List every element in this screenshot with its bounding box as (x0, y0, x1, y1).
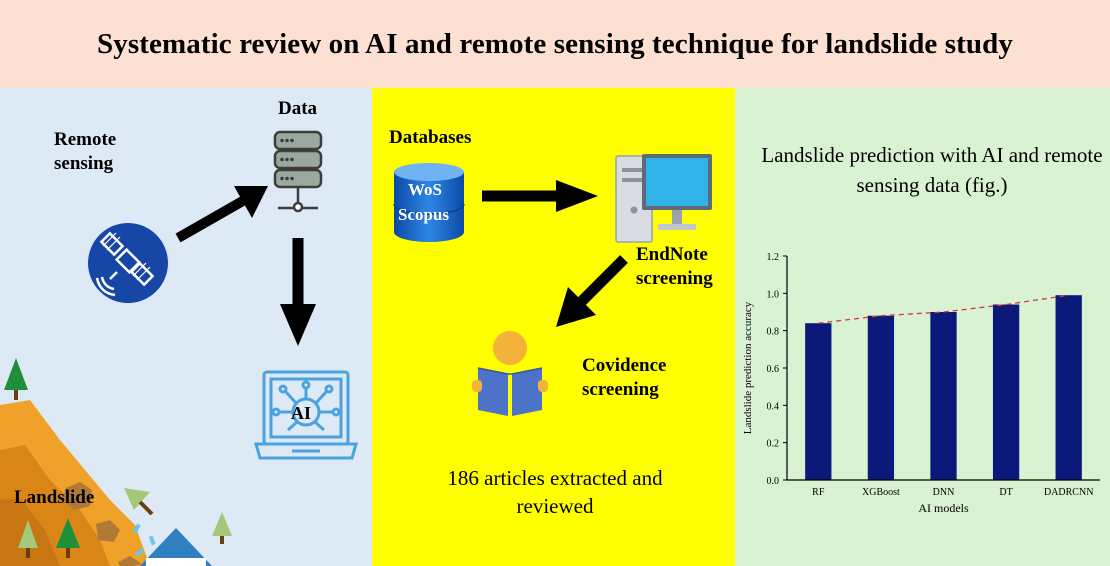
panel-remote-sensing: Remote sensing Data (0, 88, 372, 566)
satellite-icon (88, 223, 168, 303)
y-tick-label: 0.6 (767, 364, 780, 375)
summary-text: 186 articles extracted and reviewed (447, 466, 663, 518)
reader-icon (472, 331, 548, 416)
header-banner: Systematic review on AI and remote sensi… (0, 0, 1110, 88)
ai-label: AI (291, 403, 312, 423)
computer-icon (615, 154, 712, 243)
landslide-label: Landslide (14, 487, 95, 508)
covidence-label: Covidence screening (582, 355, 667, 400)
x-tick-label: DADRCNN (1044, 487, 1093, 498)
arrow-icon (280, 238, 316, 346)
x-tick-label: RF (812, 487, 825, 498)
bar-dadrcnn (1055, 295, 1082, 480)
chart-caption: Landslide prediction with AI and remote … (761, 143, 1103, 197)
panel-screening: Databases WoS Scopus EndNote screening (372, 88, 735, 566)
y-axis-title: Landslide prediction accuracy (742, 301, 754, 434)
bar-dnn (930, 312, 957, 480)
y-tick-label: 0.4 (767, 401, 780, 412)
bar-rf (805, 323, 832, 480)
ai-laptop-icon (254, 370, 358, 460)
y-tick-label: 0.2 (767, 439, 780, 450)
databases-label: Databases (389, 127, 472, 148)
y-tick-label: 1.0 (767, 289, 780, 300)
x-tick-label: DNN (933, 487, 955, 498)
landslide-illustration (0, 358, 232, 566)
page-title: Systematic review on AI and remote sensi… (97, 27, 1013, 60)
data-label: Data (278, 98, 318, 119)
endnote-label: EndNote screening (636, 244, 713, 289)
x-axis-title: AI models (918, 501, 969, 515)
y-tick-label: 0.8 (767, 327, 780, 338)
bar-dt (992, 304, 1020, 480)
scopus-label: Scopus (398, 205, 450, 224)
panel-prediction: Landslide prediction with AI and remote … (735, 88, 1110, 566)
y-tick-label: 1.2 (767, 252, 780, 263)
database-cylinder-icon (393, 163, 465, 242)
wos-label: WoS (408, 180, 443, 199)
arrow-icon (175, 186, 268, 243)
trend-line (818, 294, 1069, 324)
x-tick-label: XGBoost (862, 487, 900, 498)
arrow-icon (482, 180, 598, 212)
y-tick-label: 0.0 (767, 476, 780, 487)
remote-sensing-label: Remote sensing (54, 129, 117, 174)
arrow-icon (556, 255, 628, 327)
database-icon (273, 130, 323, 213)
x-tick-label: DT (999, 487, 1012, 498)
accuracy-bar-chart: 0.0 0.2 0.4 0.6 0.8 1.0 1.2 RF XGBoost DNN DT DADR… (742, 252, 1100, 515)
bar-xgboost (867, 315, 895, 480)
